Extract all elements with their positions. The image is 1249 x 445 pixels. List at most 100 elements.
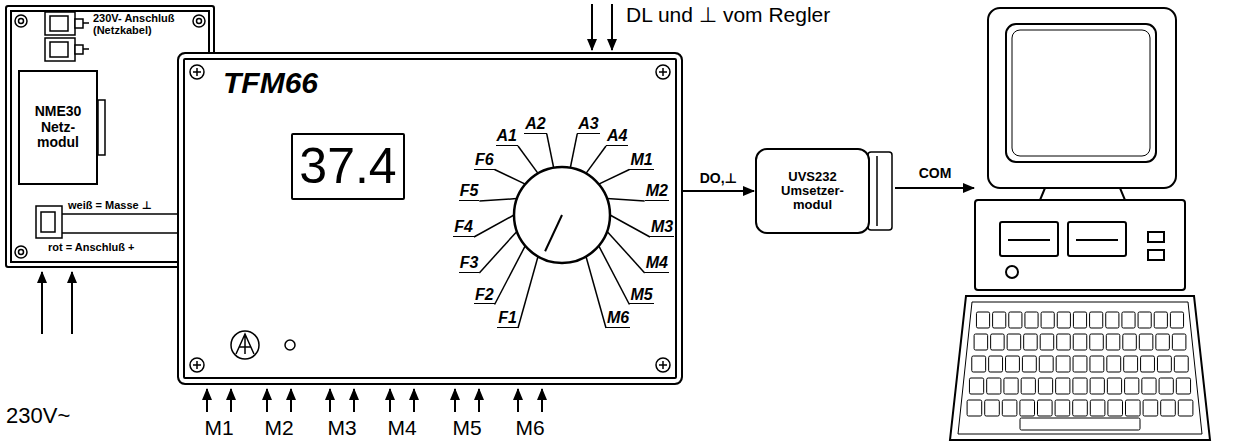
switch-position: M6 [606,309,630,328]
wire-plug [62,232,182,234]
sensor-arrow [266,389,268,412]
keyboard-keys [1020,418,1140,430]
computer [1012,30,1150,156]
module-tab [98,100,105,155]
computer [950,296,1210,440]
keyboard-keys [1056,356,1070,372]
switch-position: M1 [629,151,653,170]
computer [1076,239,1118,241]
mains-terminal [75,19,83,28]
computer [988,8,1176,188]
mains-arrow [42,272,72,334]
computer [1006,266,1018,278]
selector-switch [586,257,606,328]
selector-switch [495,170,526,185]
regler-arrow [591,4,593,50]
sensor-arrow [454,389,456,412]
com-arrow [895,187,974,189]
signal-label: DL und ⊥ vom Regler [626,3,830,26]
keyboard-keys [1108,400,1123,416]
switch-position: F5 [459,182,480,201]
housing-screw [15,246,27,258]
keyboard-keys [967,312,1193,430]
keyboard-keys [1143,400,1158,416]
computer [1148,250,1164,260]
keyboard-keys [1174,356,1188,372]
signal-label: M6 [515,416,544,439]
switch-position: A1 [496,127,518,146]
selector-switch [570,134,577,168]
keyboard-keys [1038,400,1053,416]
switch-position: M3 [650,218,674,237]
signal-label: rot = Anschluß + [48,241,134,253]
keyboard-keys [1107,356,1121,372]
keyboard-keys [1039,356,1053,372]
plug-plate [876,156,878,226]
status-led [285,340,295,350]
sensor-arrow [389,389,391,412]
signal-label: 230V~ [6,404,70,428]
keyboard-keys [974,334,988,350]
keyboard-keys [991,334,1005,350]
signal-label: M2 [264,416,293,439]
switch-position: F3 [459,254,480,273]
keyboard-keys [969,378,983,394]
maker-logo [231,331,259,359]
keyboard-keys [1090,312,1103,328]
keyboard-keys [1176,378,1190,394]
sensor-arrow [413,389,415,412]
mains-terminal [45,38,75,61]
keyboard-keys [989,356,1003,372]
mains-terminal [45,12,75,35]
node-text: UVS232 Umsetzer- modul [771,170,855,213]
mains-terminal [75,45,83,54]
keyboard-keys [1040,334,1054,350]
selector-switch [599,170,630,185]
switch-position: M4 [645,254,669,273]
panel-screw [659,68,667,76]
housing-screw [193,15,205,27]
keyboard-keys [967,400,982,416]
keyboard-keys [1057,312,1070,328]
maker-logo [231,331,259,359]
node-text: TFM66 [223,66,318,99]
switch-position: M2 [645,182,669,201]
converter-box: UVS232 Umsetzer- modul [755,148,870,234]
node-text: 37.4 [299,139,396,194]
node-text: NME30 Netz- modul [26,104,90,150]
keyboard-keys [1057,334,1071,350]
housing-screw [19,19,24,24]
computer [958,302,1202,434]
keyboard-keys [1021,378,1035,394]
keyboard-keys [993,312,1006,328]
mains-terminal [50,16,68,31]
keyboard-keys [1124,356,1138,372]
selector-switch [474,134,650,328]
panel-box: TFM66 37.4 [177,52,683,385]
keyboard-keys [1002,400,1017,416]
panel-screw [193,361,201,369]
computer [975,200,1185,290]
panel-screw [659,361,667,369]
wire-plug [41,212,55,232]
selector-switch [586,146,606,173]
keyboard-keys [1154,312,1167,328]
keyboard-keys [1090,334,1104,350]
mains-arrow [71,272,73,334]
keyboard-keys [1073,378,1087,394]
signal-label: weiß = Masse ⊥ [68,199,152,211]
sensor-arrow [517,389,519,412]
keyboard-keys [1170,312,1183,328]
keyboard-keys [1038,378,1052,394]
sensor-arrow [230,389,232,412]
signal-label: M1 [204,416,233,439]
computer [1000,222,1058,256]
panel-screw [190,358,204,372]
mains-terminal [83,48,89,50]
keyboard-keys [1122,312,1135,328]
switch-position: M5 [629,286,653,305]
keyboard-keys [1142,378,1156,394]
selector-switch [495,246,526,305]
keyboard-keys [1172,334,1186,350]
switch-position: F2 [474,286,495,305]
